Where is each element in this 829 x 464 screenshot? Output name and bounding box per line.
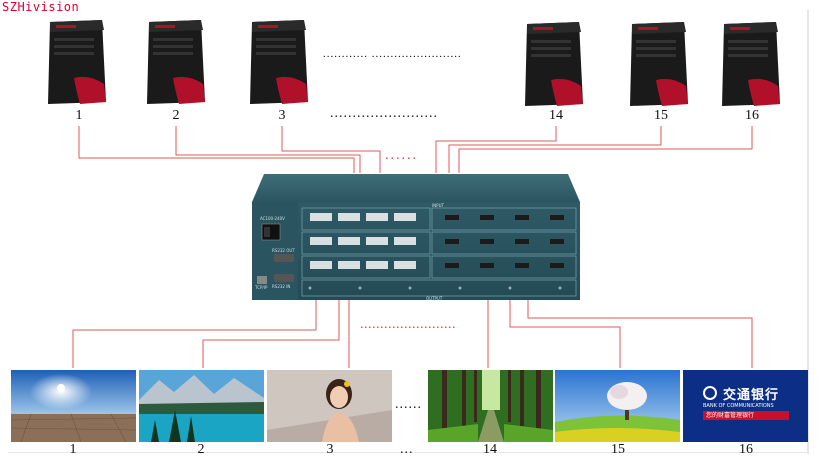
- source-label-15: 15: [654, 108, 668, 123]
- source-pc-14: [521, 20, 585, 108]
- inputs-ellipsis-red: ......: [385, 148, 418, 163]
- input-line-1: [78, 126, 355, 173]
- rs232-in-label: RS232 IN: [272, 284, 291, 289]
- bank-slogan-bar: [703, 411, 789, 420]
- power-label: AC100-240V: [260, 216, 285, 221]
- outputs-ellipsis-red: ........................: [360, 317, 456, 332]
- source-pc-16: [718, 20, 782, 108]
- display-15-tree: [555, 370, 680, 442]
- outputs-ellipsis-bottom: ...: [400, 442, 414, 457]
- display-3-portrait: [267, 370, 392, 442]
- frame-bottom: [8, 452, 808, 453]
- input-line-2: [175, 126, 361, 173]
- bank-slogan-cn: 您的财富管理银行: [706, 412, 755, 419]
- brand-watermark: SZHivision: [2, 0, 80, 14]
- source-label-16: 16: [745, 108, 759, 123]
- input-line-15: [448, 126, 662, 173]
- input-line-16: [458, 126, 753, 173]
- source-label-14: 14: [549, 108, 563, 123]
- frame-right: [807, 10, 809, 454]
- display-16-bank: 交通银行 BANK OF COMMUNICATIONS 您的财富管理银行: [683, 370, 808, 442]
- input-line-3: [281, 126, 381, 173]
- bank-logo-icon: [703, 386, 717, 400]
- output-line-16: [527, 299, 753, 368]
- output-label: OUTPUT: [426, 296, 443, 301]
- source-pc-2: [143, 18, 207, 106]
- displays-ellipsis-mid: ......: [395, 397, 422, 412]
- output-line-2: [202, 299, 340, 368]
- bank-name-en: BANK OF COMMUNICATIONS: [703, 403, 774, 409]
- rs232-out-label: RS232 OUT: [272, 248, 295, 253]
- output-line-15: [509, 299, 621, 368]
- source-pc-1: [44, 18, 108, 106]
- source-label-2: 2: [172, 108, 180, 123]
- output-label-1: 1: [69, 442, 77, 457]
- sources-ellipsis-top: ............ ........................: [323, 48, 462, 60]
- output-line-1: [72, 299, 317, 368]
- output-label-16: 16: [739, 442, 753, 457]
- sources-ellipsis-mid: ........................: [330, 106, 438, 121]
- input-line-14: [435, 126, 557, 173]
- output-label-14: 14: [483, 442, 497, 457]
- display-2-lake: [139, 370, 264, 442]
- output-label-15: 15: [611, 442, 625, 457]
- source-pc-3: [246, 18, 310, 106]
- matrix-switcher: INPUT OUTPUT AC100-240V RS232 OUT RS232 …: [250, 172, 581, 302]
- output-label-2: 2: [197, 442, 205, 457]
- source-label-1: 1: [75, 108, 83, 123]
- tcpip-label: TCP/IP: [255, 285, 268, 290]
- display-14-forest: [428, 370, 553, 442]
- bank-name-cn: 交通银行: [723, 388, 780, 403]
- display-1-desert: [11, 370, 136, 442]
- source-label-3: 3: [278, 108, 286, 123]
- input-label: INPUT: [432, 203, 444, 208]
- source-pc-15: [626, 20, 690, 108]
- output-label-3: 3: [326, 442, 334, 457]
